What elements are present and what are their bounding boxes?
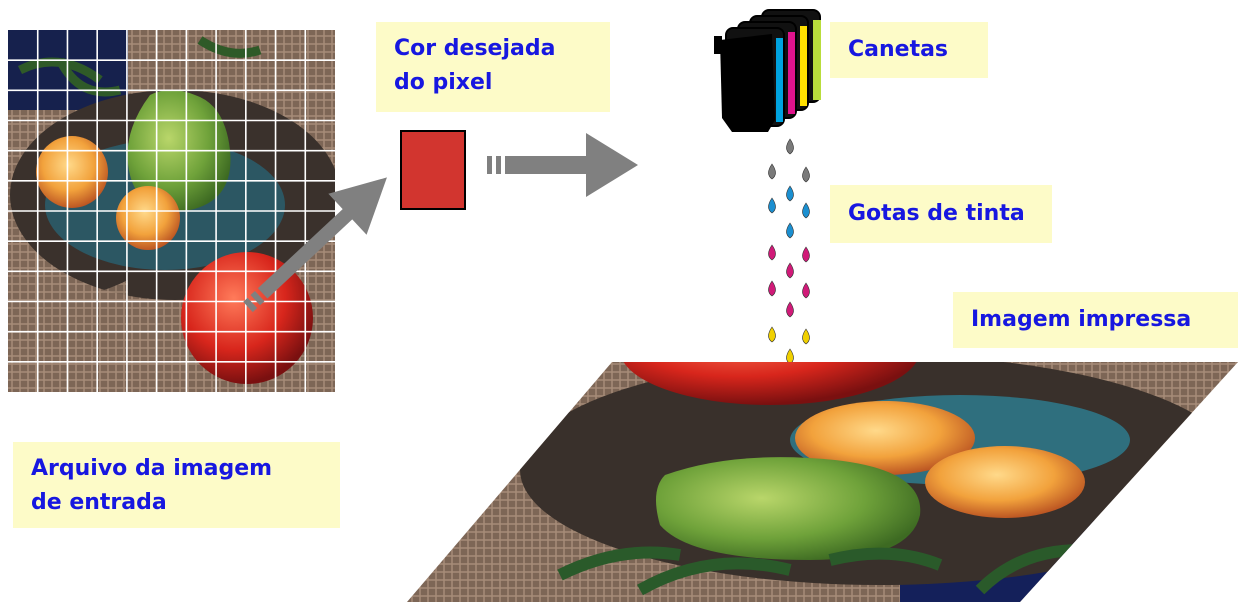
pixel-color-swatch bbox=[400, 130, 466, 210]
ink-drop-icon bbox=[786, 185, 794, 202]
ink-drop-icon bbox=[802, 166, 810, 183]
pixel-color-label-line-1: Cor desejada bbox=[394, 36, 556, 61]
input-file-label: Arquivo da imagem de entrada bbox=[13, 442, 340, 528]
pens-label-text: Canetas bbox=[848, 37, 949, 62]
ink-drop-icon bbox=[786, 262, 794, 279]
input-file-label-line-1: Arquivo da imagem bbox=[31, 456, 273, 481]
ink-drop-icon bbox=[786, 138, 794, 155]
ink-drop-icon bbox=[786, 301, 794, 318]
pixel-color-label: Cor desejada do pixel bbox=[376, 22, 610, 112]
ink-drop-icon bbox=[768, 326, 776, 343]
ink-cartridges-icon bbox=[714, 9, 821, 132]
ink-drop-icon bbox=[802, 202, 810, 219]
ink-drop-icon bbox=[802, 246, 810, 263]
printed-image bbox=[407, 362, 1238, 602]
ink-drops-label: Gotas de tinta bbox=[830, 185, 1052, 243]
printed-image-label: Imagem impressa bbox=[953, 292, 1238, 348]
dashed-arrow-icon bbox=[243, 177, 387, 313]
ink-drops bbox=[768, 138, 810, 365]
ink-drop-icon bbox=[802, 282, 810, 299]
ink-drop-icon bbox=[768, 280, 776, 297]
ink-drop-icon bbox=[768, 163, 776, 180]
ink-drop-icon bbox=[786, 348, 794, 365]
pixel-color-label-line-2: do pixel bbox=[394, 70, 493, 95]
pens-label: Canetas bbox=[830, 22, 988, 78]
ink-drop-icon bbox=[802, 328, 810, 345]
pixel-grid bbox=[8, 30, 335, 392]
dashed-arrow-icon bbox=[487, 133, 638, 197]
printed-image-label-text: Imagem impressa bbox=[971, 307, 1192, 332]
input-file-label-line-2: de entrada bbox=[31, 490, 167, 515]
ink-drops-label-text: Gotas de tinta bbox=[848, 201, 1025, 226]
ink-drop-icon bbox=[786, 222, 794, 239]
ink-drop-icon bbox=[768, 244, 776, 261]
ink-drop-icon bbox=[768, 197, 776, 214]
